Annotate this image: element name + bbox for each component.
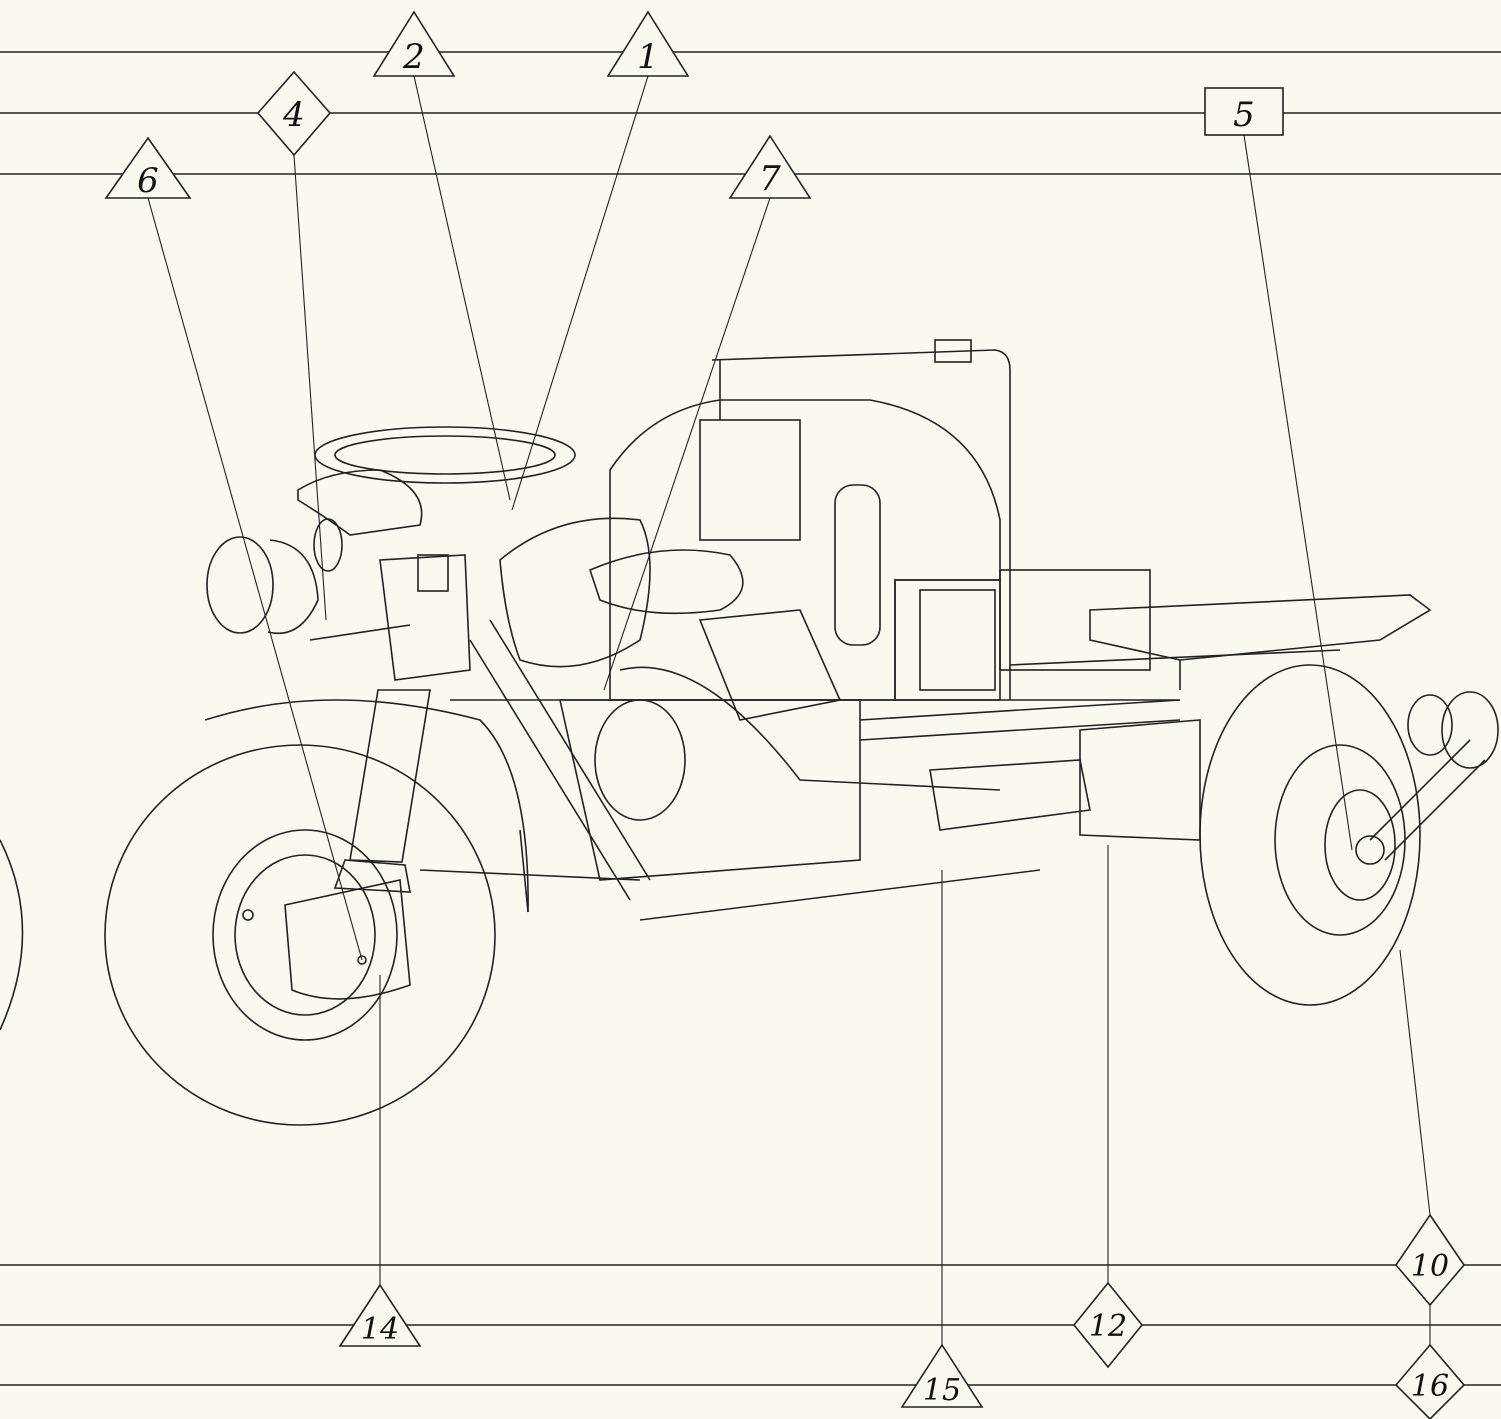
rear-brake-drum — [1407, 694, 1453, 756]
callout-6: 6 — [104, 136, 192, 201]
callout-16-label: 16 — [1411, 1369, 1449, 1404]
exhaust-pipe — [619, 666, 1001, 791]
driver-seat — [589, 549, 744, 615]
leader-1 — [511, 75, 649, 511]
rear-platform — [1089, 594, 1432, 661]
callout-14: 14 — [338, 1283, 422, 1347]
rear-axle-tube — [859, 699, 1181, 721]
front-mudguard — [204, 699, 529, 913]
rear-trailing-arm — [1369, 739, 1471, 841]
rear-wheel-hub — [1324, 789, 1396, 901]
front-wheel-inner — [234, 854, 376, 1016]
leader-6 — [147, 197, 363, 961]
callout-4-label: 4 — [282, 95, 305, 135]
callout-4: 4 — [256, 70, 332, 157]
rear-tire — [1199, 664, 1421, 1006]
headlight — [206, 536, 274, 634]
cargo-tank — [609, 399, 1001, 701]
engine-cylinder — [594, 699, 686, 821]
callout-16: 16 — [1394, 1343, 1466, 1419]
left-edge-wheel — [0, 839, 24, 1031]
front-hub-detail — [242, 909, 254, 921]
front-hub-bolt — [357, 955, 367, 965]
rear-axle-tube-2 — [859, 719, 1181, 741]
callout-5: 5 — [1204, 87, 1284, 136]
frame-down-tube — [469, 639, 631, 901]
leader-lines — [147, 75, 1431, 1360]
callout-2: 2 — [372, 10, 456, 77]
oil-reservoir — [417, 554, 449, 592]
frame-down-tube-2 — [489, 619, 651, 881]
callout-5-label: 5 — [1233, 95, 1255, 135]
callout-10: 10 — [1394, 1213, 1466, 1307]
callouts: 1 2 4 5 6 7 10 — [104, 10, 1466, 1419]
rear-axle-nut — [1355, 835, 1385, 865]
callout-2-label: 2 — [402, 37, 425, 77]
differential-housing — [1079, 719, 1201, 841]
front-tie-rod — [419, 869, 641, 881]
instrument-cowl — [297, 469, 423, 536]
battery-box — [894, 579, 1001, 701]
callout-15: 15 — [900, 1343, 984, 1408]
leader-4 — [293, 154, 327, 621]
frame-lower-rail — [639, 869, 1041, 921]
leader-7 — [603, 197, 771, 691]
front-wheel-rim — [212, 829, 398, 1041]
fork-lower-clamp — [333, 859, 411, 893]
steering-box — [379, 554, 471, 681]
battery-box-door — [919, 589, 996, 691]
engine-head — [698, 609, 842, 721]
rear-roll-bar — [711, 349, 1011, 700]
muffler — [929, 759, 1091, 831]
tank-window — [699, 419, 801, 541]
callout-1-label: 1 — [637, 37, 659, 77]
mudguard-stay — [519, 829, 529, 913]
front-fork-tube — [349, 689, 431, 863]
front-brake-drum — [284, 879, 411, 1000]
rear-storage-box — [999, 569, 1151, 671]
callout-7-label: 7 — [759, 159, 781, 199]
leader-5 — [1243, 134, 1353, 851]
steering-wheel — [314, 426, 576, 484]
callout-15-label: 15 — [923, 1373, 961, 1408]
fuel-tank — [499, 517, 651, 668]
callout-7: 7 — [728, 134, 812, 199]
platform-side-rail — [1009, 649, 1341, 666]
rear-trailing-arm-2 — [1384, 759, 1486, 861]
steering-wheel-inner — [334, 435, 556, 475]
callout-6-label: 6 — [137, 161, 159, 201]
callout-14-label: 14 — [361, 1312, 399, 1347]
callout-12: 12 — [1072, 1281, 1144, 1369]
headlight-shell — [267, 539, 319, 634]
roll-bar-clamp — [934, 339, 972, 363]
callout-10-label: 10 — [1411, 1249, 1449, 1284]
callout-1: 1 — [606, 10, 690, 77]
engine-block — [559, 699, 861, 881]
front-tire-outer — [104, 744, 496, 1126]
callout-12-label: 12 — [1089, 1309, 1127, 1344]
vehicle-illustration — [0, 339, 1499, 1126]
rear-shock-mount — [1441, 691, 1499, 769]
handlebar-linkage — [309, 624, 411, 641]
fire-extinguisher — [834, 484, 881, 646]
leader-10 — [1399, 949, 1431, 1216]
